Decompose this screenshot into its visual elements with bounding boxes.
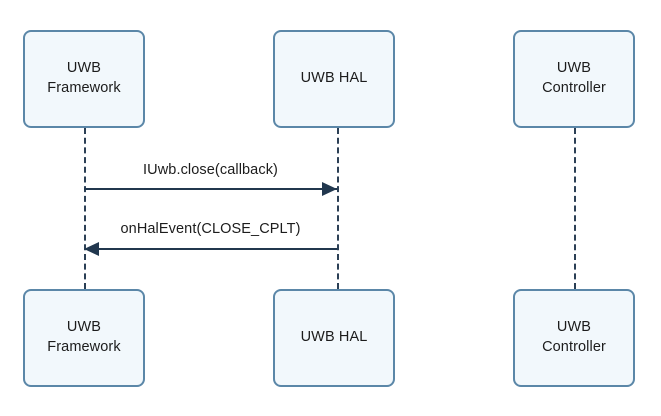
lifeline-uwb-controller — [574, 128, 576, 289]
participant-foot-uwb-controller[interactable]: UWB Controller — [513, 289, 635, 387]
arrowhead-left-icon — [84, 242, 99, 256]
lifeline-uwb-hal — [337, 128, 339, 289]
lifeline-uwb-framework — [84, 128, 86, 289]
participant-foot-uwb-hal[interactable]: UWB HAL — [273, 289, 395, 387]
participant-label-uwb-hal: UWB HAL — [300, 70, 368, 87]
message-label-onhalevent-close-cplt: onHalEvent(CLOSE_CPLT) — [120, 221, 301, 237]
participant-head-uwb-hal[interactable]: UWB HAL — [273, 30, 395, 128]
participant-foot-uwb-framework[interactable]: UWB Framework — [23, 289, 145, 387]
participant-head-uwb-framework[interactable]: UWB Framework — [23, 30, 145, 128]
message-line-iuwb-close — [84, 188, 337, 190]
message-line-onhalevent-close-cplt — [99, 248, 337, 250]
participant-label-uwb-controller: UWB Controller — [542, 60, 606, 96]
participant-label-uwb-framework: UWB Framework — [47, 60, 121, 96]
participant-foot-label-uwb-framework: UWB Framework — [47, 319, 121, 355]
participant-foot-label-uwb-controller: UWB Controller — [542, 319, 606, 355]
participant-head-uwb-controller[interactable]: UWB Controller — [513, 30, 635, 128]
arrowhead-right-icon — [322, 182, 337, 196]
participant-foot-label-uwb-hal: UWB HAL — [300, 329, 368, 346]
message-label-iuwb-close: IUwb.close(callback) — [143, 162, 278, 178]
